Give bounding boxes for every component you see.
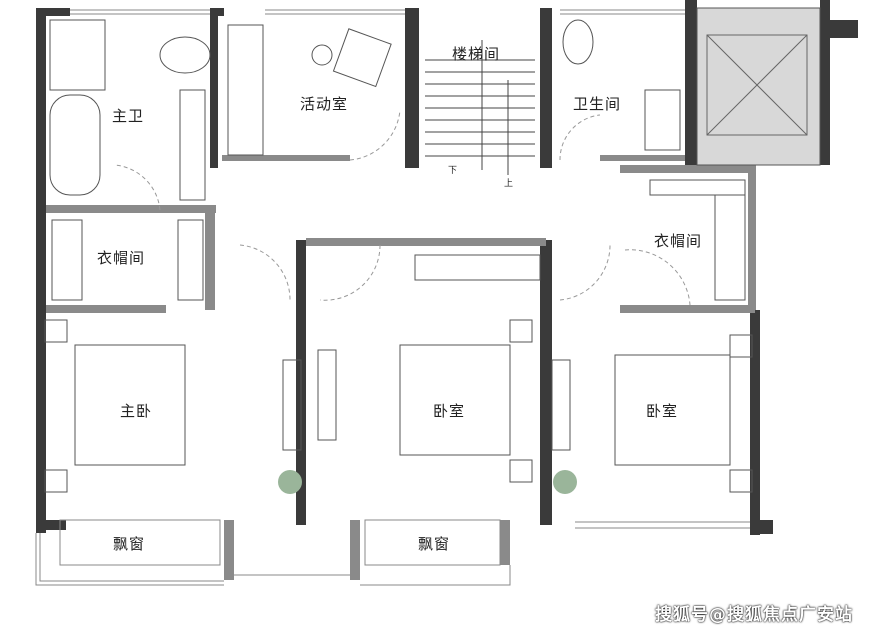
room-label-bedroom-right: 卧室 bbox=[646, 402, 679, 420]
elevator-cross bbox=[706, 34, 808, 136]
stairs-drawing bbox=[425, 40, 535, 175]
room-label-stairwell: 楼梯间 bbox=[452, 45, 501, 63]
watermark: 搜狐号@搜狐焦点广安站 bbox=[655, 605, 853, 625]
room-label-bay-window-middle: 飘窗 bbox=[418, 535, 451, 553]
windows bbox=[35, 9, 750, 586]
room-label-master-bath: 主卫 bbox=[112, 107, 145, 125]
plants bbox=[278, 470, 577, 494]
room-label-bay-window-left: 飘窗 bbox=[113, 535, 146, 553]
room-label-bathroom: 卫生间 bbox=[573, 95, 622, 113]
interior-partitions bbox=[46, 155, 756, 580]
furniture bbox=[44, 19, 753, 493]
room-label-closet-left: 衣帽间 bbox=[97, 249, 146, 267]
room-label-master-bedroom: 主卧 bbox=[120, 402, 153, 420]
room-label-activity-room: 活动室 bbox=[300, 95, 349, 113]
stairs-up-label: 上 bbox=[504, 179, 514, 189]
room-label-closet-right: 衣帽间 bbox=[654, 232, 703, 250]
room-label-bedroom-middle: 卧室 bbox=[433, 402, 466, 420]
door-swings bbox=[114, 109, 691, 306]
stairs-down-label: 下 bbox=[448, 166, 458, 176]
